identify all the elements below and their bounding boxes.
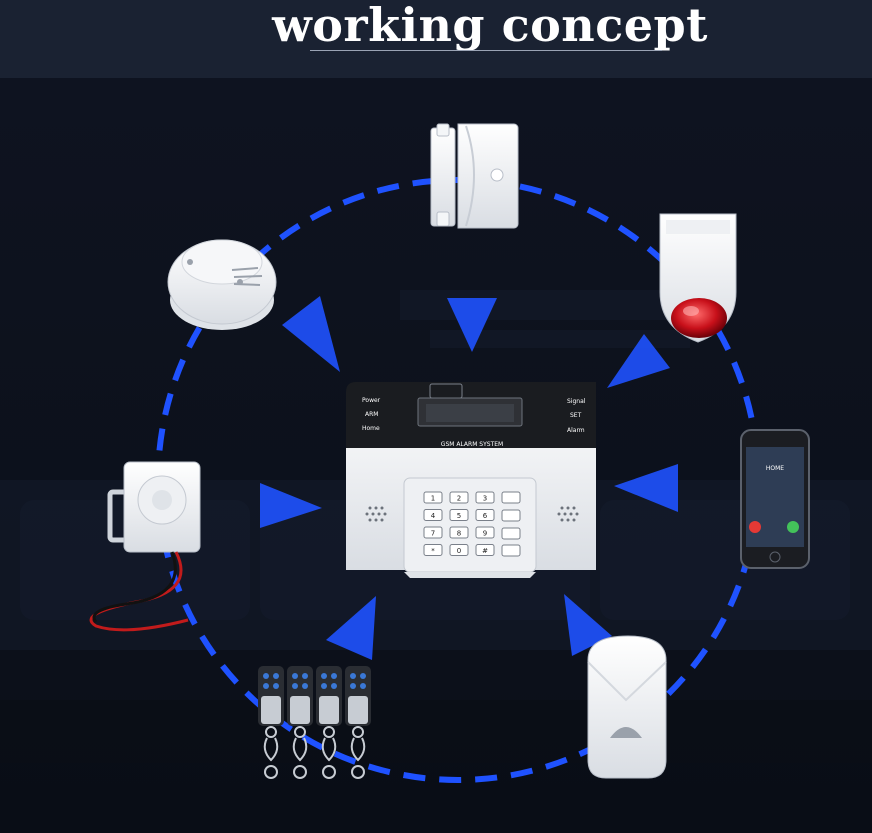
keypad-key-hash[interactable]: # xyxy=(475,544,495,556)
arrow-right xyxy=(614,464,678,512)
panel-brand: GSM ALARM SYSTEM xyxy=(441,441,503,448)
keypad-function-keys xyxy=(501,491,521,557)
panel-label-home: Home xyxy=(362,425,380,432)
arrow-upper-left xyxy=(282,296,340,372)
keypad-key-label: 0 xyxy=(457,547,461,555)
keypad-key-label: * xyxy=(431,547,435,555)
keypad-key-3[interactable]: 3 xyxy=(475,491,495,504)
keypad-key-5[interactable]: 5 xyxy=(449,509,469,521)
keypad-key-4[interactable]: 4 xyxy=(423,509,443,521)
speaker-grill-right xyxy=(557,506,579,522)
panel-label-arm: ARM xyxy=(365,411,378,418)
keypad-key-label: 5 xyxy=(457,512,461,520)
title-underline xyxy=(310,50,662,51)
door-sensor-icon xyxy=(430,123,519,229)
wired-siren-icon xyxy=(89,461,201,632)
keypad-key-1[interactable]: 1 xyxy=(423,491,443,504)
keypad-key-label: # xyxy=(482,547,488,555)
keypad-key-0[interactable]: 0 xyxy=(449,544,469,556)
keypad-key-7[interactable]: 7 xyxy=(423,526,443,539)
keypad-key-label: 7 xyxy=(431,530,435,538)
strobe-siren-icon xyxy=(659,213,737,343)
keypad-key-label: 2 xyxy=(457,495,461,503)
keypad-key-label: 3 xyxy=(483,495,487,503)
signal-arrows xyxy=(260,296,678,660)
phone-screen-label: HOME xyxy=(766,465,784,472)
arrow-upper-right xyxy=(607,334,670,388)
mobile-phone-icon: HOME xyxy=(740,429,810,569)
alarm-control-panel: Power ARM Home Signal SET Alarm GSM ALAR… xyxy=(346,382,596,578)
arrow-left xyxy=(260,483,322,528)
keypad-key-label: 8 xyxy=(457,530,461,538)
pir-motion-sensor-icon xyxy=(587,635,667,779)
page-title: working concept xyxy=(272,0,708,52)
arrow-top xyxy=(447,298,497,352)
smoke-detector-icon xyxy=(167,239,277,330)
panel-label-set: SET xyxy=(570,412,582,419)
panel-label-alarm: Alarm xyxy=(567,427,585,434)
panel-label-signal: Signal xyxy=(567,398,586,405)
arrow-lower-left xyxy=(326,596,376,660)
keypad-key-9[interactable]: 9 xyxy=(475,526,495,539)
remote-keyfobs-icon xyxy=(258,666,371,779)
keypad-key-2[interactable]: 2 xyxy=(449,491,469,504)
keypad-key-label: 6 xyxy=(483,512,488,520)
keypad-key-label: 1 xyxy=(431,495,435,503)
keypad-key-label: 9 xyxy=(483,530,487,538)
title-band xyxy=(0,0,872,78)
panel-label-power: Power xyxy=(362,397,381,404)
keypad-key-label: 4 xyxy=(431,512,436,520)
speaker-grill-left xyxy=(365,506,387,522)
keypad: 1 2 3 4 5 6 7 8 9 * 0 # xyxy=(423,491,495,556)
keypad-key-6[interactable]: 6 xyxy=(475,509,495,521)
keypad-key-8[interactable]: 8 xyxy=(449,526,469,539)
keypad-key-star[interactable]: * xyxy=(423,544,443,556)
